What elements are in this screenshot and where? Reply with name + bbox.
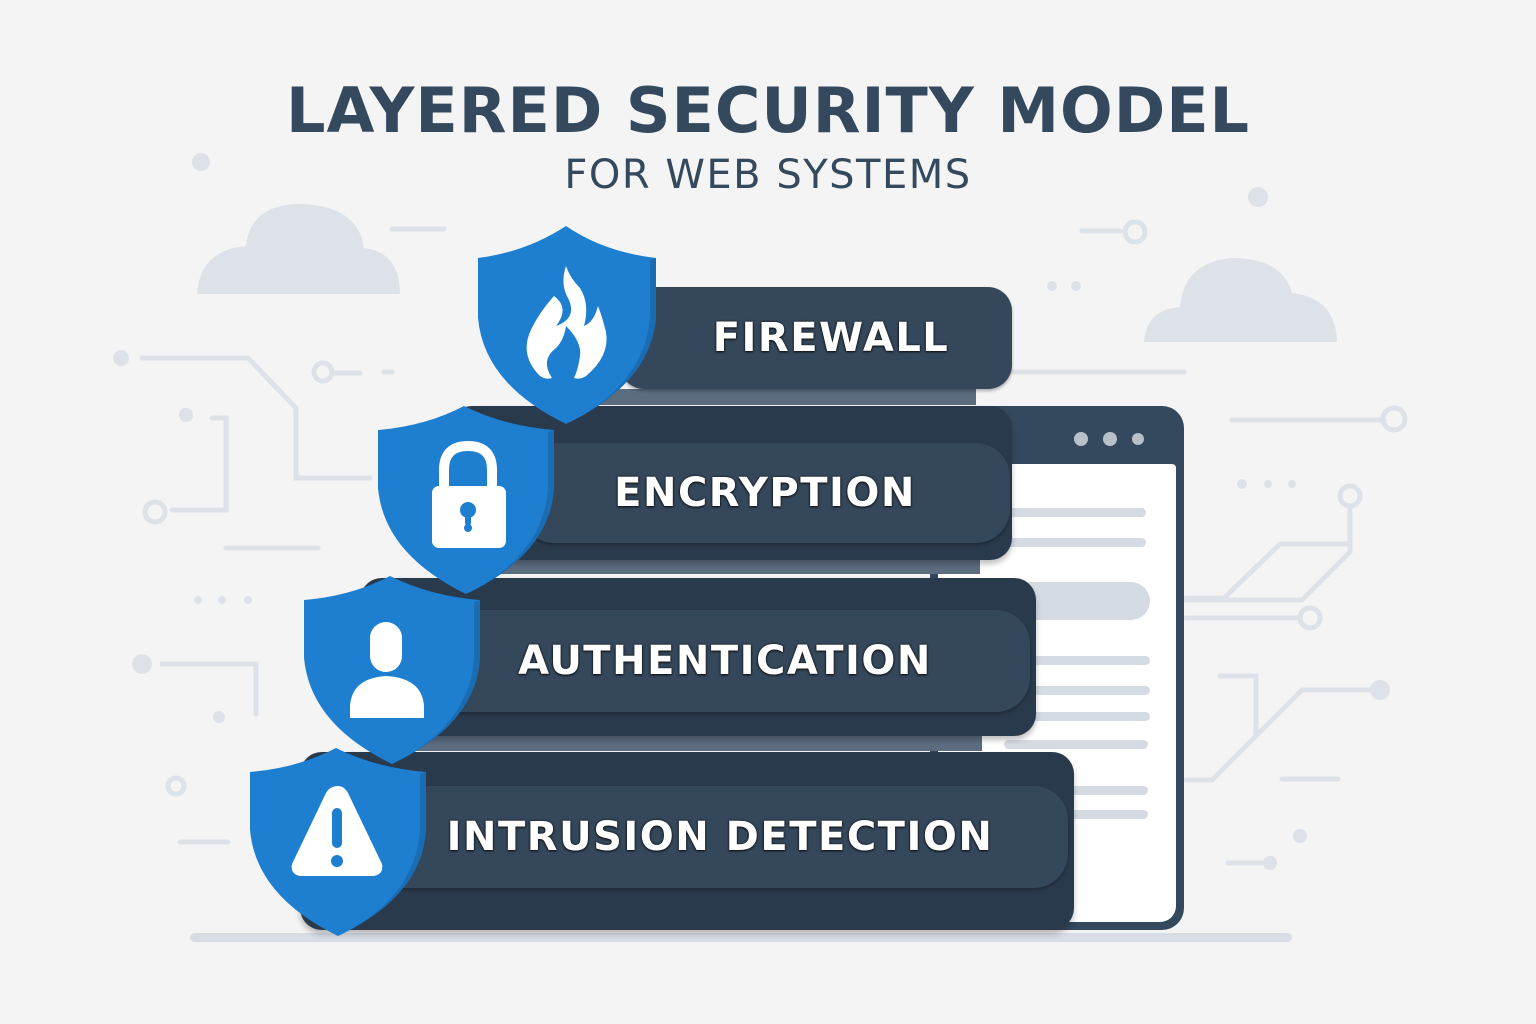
layer-encryption: ENCRYPTION	[520, 443, 1010, 543]
layer-gap	[560, 389, 976, 405]
content-line	[1004, 740, 1148, 749]
layer-label: ENCRYPTION	[614, 470, 916, 516]
warning-triangle-icon	[291, 786, 383, 876]
base-line	[190, 933, 1292, 942]
window-dot	[1132, 433, 1144, 445]
user-icon	[350, 622, 424, 718]
window-dot	[1103, 432, 1117, 446]
content-line	[1004, 712, 1150, 721]
shield-firewall	[478, 226, 656, 424]
content-line	[982, 538, 1146, 547]
page-title: LAYERED SECURITY MODEL	[285, 74, 1251, 147]
content-line	[1042, 786, 1148, 795]
cloud-icon	[197, 204, 400, 294]
layer-gap	[390, 735, 982, 751]
layer-label: FIREWALL	[712, 315, 950, 361]
shield-encryption	[378, 406, 554, 594]
flame-icon	[526, 266, 607, 379]
content-line	[982, 508, 1146, 517]
content-line	[1004, 656, 1150, 665]
layer-label: INTRUSION DETECTION	[446, 814, 994, 860]
layer-label: AUTHENTICATION	[518, 638, 932, 684]
page-subtitle: FOR WEB SYSTEMS	[564, 152, 972, 198]
padlock-icon	[432, 440, 506, 548]
layer-intrusion-detection: INTRUSION DETECTION	[372, 786, 1068, 888]
shield-authentication	[304, 576, 480, 764]
layer-gap	[440, 558, 980, 574]
content-line	[1004, 686, 1150, 695]
cloud-icon	[1144, 258, 1337, 342]
layer-authentication: AUTHENTICATION	[420, 610, 1030, 712]
layer-firewall: FIREWALL	[620, 287, 1012, 389]
window-dot	[1074, 432, 1088, 446]
content-line	[1042, 810, 1148, 819]
shield-intrusion	[250, 748, 426, 936]
